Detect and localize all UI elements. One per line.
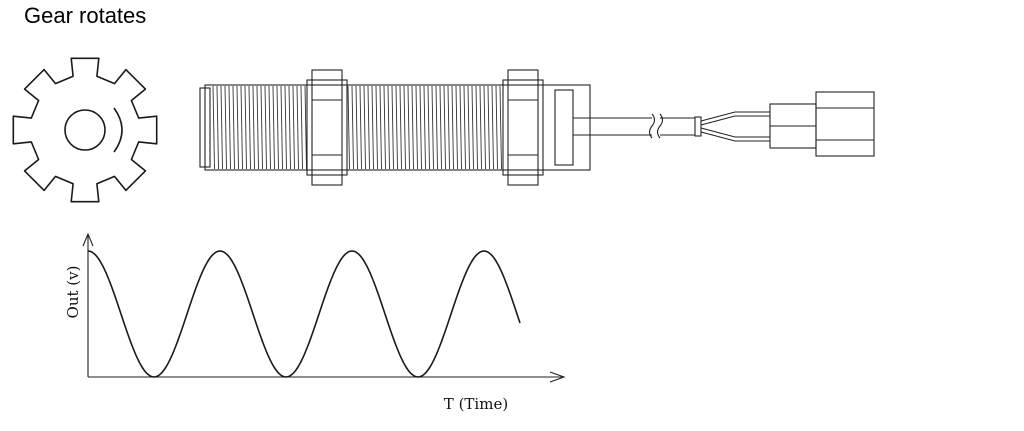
speed-sensor	[199, 69, 875, 186]
sine-wave	[87, 250, 521, 378]
sensor-cable	[573, 113, 702, 139]
sensor-wires	[700, 111, 770, 142]
sensor-connector	[769, 91, 875, 157]
x-axis-arrow-icon	[549, 371, 566, 383]
sensor-tip	[199, 87, 211, 168]
nut-rear	[502, 69, 544, 186]
diagram-title: Gear rotates	[24, 3, 147, 28]
sensor-threaded-body	[204, 84, 591, 171]
y-axis-label: Out (v)	[64, 266, 82, 319]
thread-lines-front	[212, 85, 307, 170]
sensor-rear-cap	[554, 89, 574, 166]
nut-front	[306, 69, 348, 186]
thread-lines-middle	[347, 85, 502, 170]
gear-icon	[12, 57, 158, 203]
x-axis-label: T (Time)	[444, 395, 508, 413]
y-axis-arrow-icon	[82, 232, 94, 247]
gear-outline	[12, 57, 158, 203]
gear-hub	[64, 109, 106, 151]
output-waveform: Out (v) T (Time)	[64, 232, 566, 413]
rotation-arrow-icon	[113, 107, 123, 153]
